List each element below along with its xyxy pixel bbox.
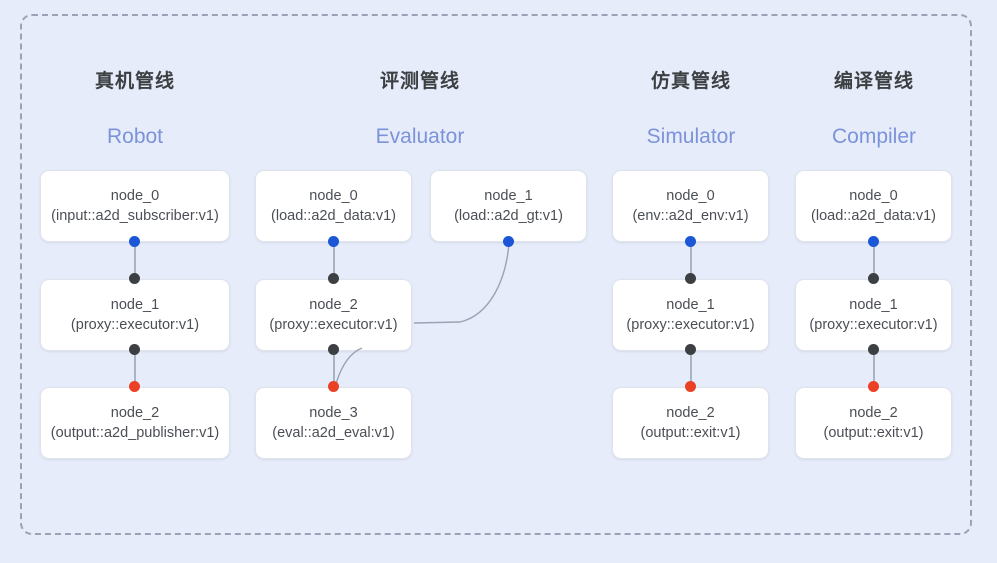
edge-simulator-1-2 bbox=[690, 348, 692, 390]
node-type: (input::a2d_subscriber:v1) bbox=[51, 207, 219, 224]
port-dot-input-evaluator-3[interactable] bbox=[328, 381, 339, 392]
node-type: (env::a2d_env:v1) bbox=[632, 207, 749, 224]
node-name: node_0 bbox=[849, 187, 898, 204]
node-box-compiler-2[interactable]: node_2 (output::exit:v1) bbox=[795, 387, 952, 459]
node-box-simulator-0[interactable]: node_0 (env::a2d_env:v1) bbox=[612, 170, 769, 242]
node-type: (output::exit:v1) bbox=[640, 424, 741, 441]
port-dot-input-simulator-2[interactable] bbox=[685, 381, 696, 392]
node-box-robot-1[interactable]: node_1 (proxy::executor:v1) bbox=[40, 279, 230, 351]
column-title-cn-simulator: 仿真管线 bbox=[650, 71, 731, 92]
column-title-cn-compiler: 编译管线 bbox=[833, 71, 914, 92]
column-title-cn-evaluator: 评测管线 bbox=[379, 71, 460, 92]
edge-compiler-0-1 bbox=[873, 241, 875, 281]
node-type: (proxy::executor:v1) bbox=[70, 316, 200, 333]
node-box-evaluator-0[interactable]: node_0 (load::a2d_data:v1) bbox=[255, 170, 412, 242]
node-name: node_0 bbox=[110, 187, 160, 204]
edge-compiler-1-2 bbox=[873, 348, 875, 390]
port-dot-output-simulator-1[interactable] bbox=[685, 344, 696, 355]
node-name: node_1 bbox=[110, 296, 160, 313]
column-title-en-evaluator: Evaluator bbox=[375, 125, 465, 148]
node-type: (output::a2d_publisher:v1) bbox=[50, 424, 220, 441]
edge-evaluator-2-3 bbox=[333, 348, 335, 390]
node-type: (output::exit:v1) bbox=[823, 424, 924, 441]
port-dot-output-simulator-0[interactable] bbox=[685, 236, 696, 247]
edge-robot-1-2 bbox=[134, 348, 136, 390]
node-name: node_3 bbox=[309, 404, 358, 421]
port-dot-output-robot-0[interactable] bbox=[129, 236, 140, 247]
port-dot-input-compiler-1[interactable] bbox=[868, 273, 879, 284]
diagram-dashed-frame bbox=[20, 14, 972, 535]
port-dot-input-simulator-1[interactable] bbox=[685, 273, 696, 284]
port-dot-input-robot-2[interactable] bbox=[129, 381, 140, 392]
port-dot-input-compiler-2[interactable] bbox=[868, 381, 879, 392]
port-dot-output-evaluator-2[interactable] bbox=[328, 344, 339, 355]
node-name: node_0 bbox=[666, 187, 715, 204]
port-dot-output-evaluator-1[interactable] bbox=[503, 236, 514, 247]
column-title-en-robot: Robot bbox=[106, 125, 164, 148]
node-box-evaluator-3[interactable]: node_3 (eval::a2d_eval:v1) bbox=[255, 387, 412, 459]
port-dot-input-evaluator-2[interactable] bbox=[328, 273, 339, 284]
node-box-simulator-2[interactable]: node_2 (output::exit:v1) bbox=[612, 387, 769, 459]
edge-simulator-0-1 bbox=[690, 241, 692, 281]
node-type: (proxy::executor:v1) bbox=[626, 316, 755, 333]
node-box-compiler-0[interactable]: node_0 (load::a2d_data:v1) bbox=[795, 170, 952, 242]
node-box-simulator-1[interactable]: node_1 (proxy::executor:v1) bbox=[612, 279, 769, 351]
port-dot-output-robot-1[interactable] bbox=[129, 344, 140, 355]
column-title-en-compiler: Compiler bbox=[831, 125, 917, 148]
node-type: (load::a2d_data:v1) bbox=[811, 207, 936, 224]
node-name: node_2 bbox=[666, 404, 715, 421]
node-name: node_2 bbox=[309, 296, 358, 313]
port-dot-output-compiler-0[interactable] bbox=[868, 236, 879, 247]
column-title-cn-robot: 真机管线 bbox=[94, 71, 175, 92]
node-box-evaluator-2[interactable]: node_2 (proxy::executor:v1) bbox=[255, 279, 412, 351]
node-box-robot-0[interactable]: node_0 (input::a2d_subscriber:v1) bbox=[40, 170, 230, 242]
node-name: node_2 bbox=[110, 404, 160, 421]
node-name: node_1 bbox=[484, 187, 533, 204]
port-dot-input-robot-1[interactable] bbox=[129, 273, 140, 284]
node-box-robot-2[interactable]: node_2 (output::a2d_publisher:v1) bbox=[40, 387, 230, 459]
node-name: node_2 bbox=[849, 404, 898, 421]
node-box-compiler-1[interactable]: node_1 (proxy::executor:v1) bbox=[795, 279, 952, 351]
port-dot-output-evaluator-0[interactable] bbox=[328, 236, 339, 247]
node-type: (load::a2d_data:v1) bbox=[271, 207, 396, 224]
port-dot-output-compiler-1[interactable] bbox=[868, 344, 879, 355]
node-name: node_1 bbox=[849, 296, 898, 313]
edge-robot-0-1 bbox=[134, 241, 136, 281]
node-box-evaluator-1[interactable]: node_1 (load::a2d_gt:v1) bbox=[430, 170, 587, 242]
node-type: (proxy::executor:v1) bbox=[809, 316, 938, 333]
column-title-en-simulator: Simulator bbox=[646, 125, 736, 148]
node-type: (proxy::executor:v1) bbox=[269, 316, 398, 333]
node-type: (eval::a2d_eval:v1) bbox=[272, 424, 395, 441]
node-name: node_0 bbox=[309, 187, 358, 204]
edge-evaluator-0-2 bbox=[333, 241, 335, 281]
node-name: node_1 bbox=[666, 296, 715, 313]
node-type: (load::a2d_gt:v1) bbox=[454, 207, 563, 224]
